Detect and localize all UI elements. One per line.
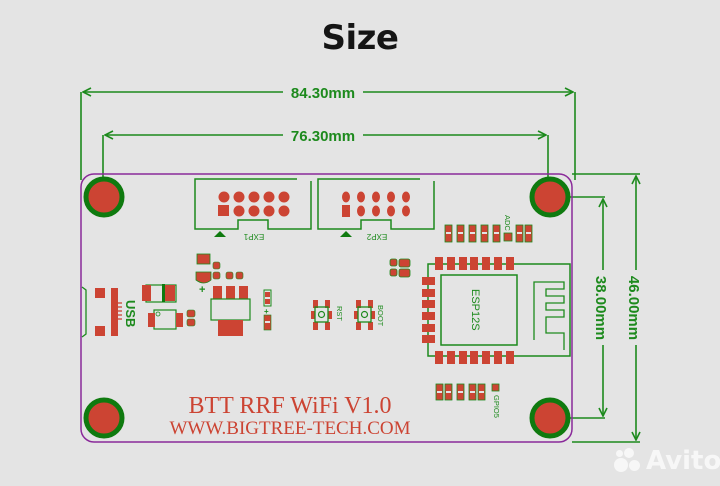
voltage-regulator: [210, 286, 251, 336]
svg-text:+: +: [264, 307, 269, 316]
page-title: Size: [321, 18, 400, 58]
mounting-hole-top-right: [529, 176, 571, 218]
usb-connector: USB: [81, 286, 138, 338]
exp1-connector: EXP1: [194, 178, 312, 241]
dimension-overall-width: [80, 92, 576, 180]
dim-label-hole-spacing-y: 38.00mm: [592, 276, 609, 340]
adc-label: ADC: [503, 215, 512, 231]
esp12s-module: ESP12S: [422, 257, 571, 364]
led: +: [263, 289, 272, 331]
dimension-hole-spacing-x: [102, 135, 549, 178]
exp2-connector: EXP2: [317, 178, 435, 241]
diode: [142, 284, 177, 303]
adc-resistor-array: ADC: [444, 215, 533, 243]
avito-text: Avito: [646, 446, 720, 476]
dimension-overall-height: [572, 173, 640, 443]
capacitor-cluster: [389, 258, 411, 278]
boot-label: BOOT: [376, 305, 385, 327]
small-ic: [148, 309, 196, 330]
gpio5-resistor-array: GPIO5: [435, 383, 501, 418]
avito-logo-icon: [614, 448, 642, 474]
mounting-hole-top-left: [83, 176, 125, 218]
dim-label-overall-height: 46.00mm: [625, 276, 642, 340]
gpio5-label: GPIO5: [492, 395, 501, 418]
board-name: BTT RRF WiFi V1.0: [188, 393, 392, 419]
dim-label-overall-width: 84.30mm: [291, 85, 355, 102]
board-website: WWW.BIGTREE-TECH.COM: [169, 418, 411, 439]
pcb-outline: [80, 173, 573, 443]
exp2-label: EXP2: [366, 232, 387, 241]
mounting-holes: [83, 176, 571, 439]
plus-label: +: [199, 284, 205, 296]
esp12s-label: ESP12S: [469, 289, 481, 331]
avito-watermark: Avito: [614, 446, 720, 476]
mounting-hole-bottom-left: [83, 397, 125, 439]
usb-label: USB: [123, 300, 138, 327]
dim-label-hole-spacing-x: 76.30mm: [291, 128, 355, 145]
rst-button: RST: [311, 300, 344, 330]
boot-button: BOOT: [354, 300, 385, 330]
exp1-label: EXP1: [243, 232, 264, 241]
polarized-capacitor: +: [195, 253, 244, 296]
mounting-hole-bottom-right: [529, 397, 571, 439]
rst-label: RST: [335, 306, 344, 321]
